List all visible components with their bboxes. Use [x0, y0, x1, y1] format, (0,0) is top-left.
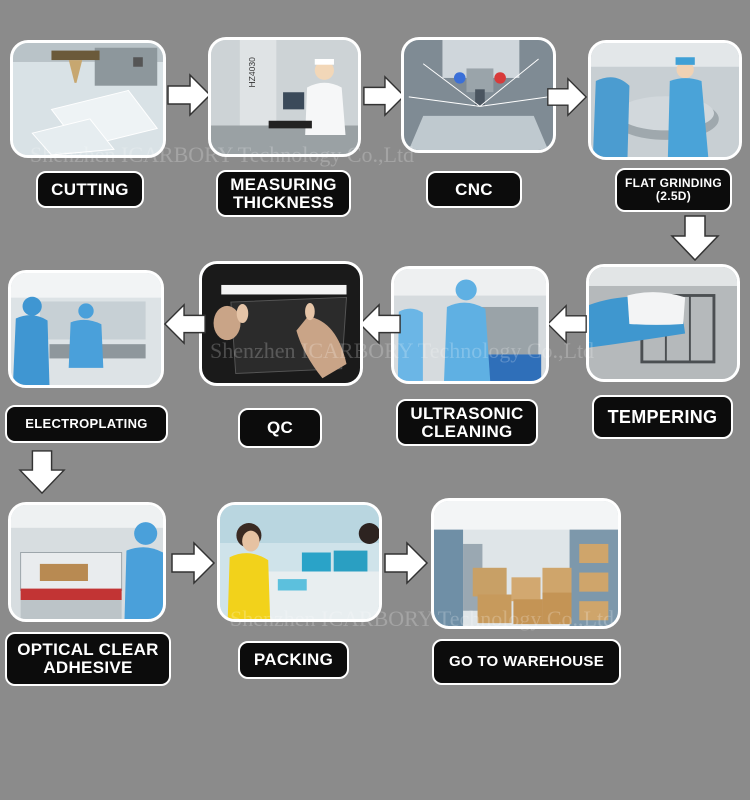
cnc-photo [401, 37, 556, 153]
cutting-photo [10, 40, 166, 158]
arrow-right-icon [546, 76, 588, 118]
packing-photo [217, 502, 382, 622]
arrow-left-icon [163, 302, 207, 346]
electroplating-photo [8, 270, 164, 388]
arrow-left-icon [358, 302, 402, 346]
flat-grinding-photo [588, 40, 742, 160]
ultrasonic-cleaning-photo [391, 266, 549, 384]
arrow-down-icon [12, 449, 72, 495]
arrow-right-icon [383, 540, 429, 586]
arrow-right-icon [170, 540, 216, 586]
step-label: CNC [426, 171, 522, 208]
step-label: FLAT GRINDING (2.5D) [615, 168, 732, 212]
arrow-right-icon [362, 74, 406, 118]
step-label: CUTTING [36, 171, 144, 208]
optical-clear-adhesive-photo [8, 502, 166, 622]
go-to-warehouse-photo [431, 498, 621, 629]
arrow-left-icon [546, 303, 588, 345]
step-label: GO TO WAREHOUSE [432, 639, 621, 685]
tempering-photo [586, 264, 740, 382]
arrow-right-icon [166, 72, 212, 118]
measuring-thickness-photo: HZ4030 [208, 37, 361, 157]
step-label: OPTICAL CLEAR ADHESIVE [5, 632, 171, 686]
step-label: TEMPERING [592, 395, 733, 439]
arrow-down-icon [670, 214, 720, 262]
step-label: ELECTROPLATING [5, 405, 168, 443]
step-label: MEASURING THICKNESS [216, 170, 351, 217]
step-label: ULTRASONIC CLEANING [396, 399, 538, 446]
step-label: PACKING [238, 641, 349, 679]
step-label: QC [238, 408, 322, 448]
qc-photo [199, 261, 363, 386]
machine-marking: HZ4030 [247, 57, 257, 88]
